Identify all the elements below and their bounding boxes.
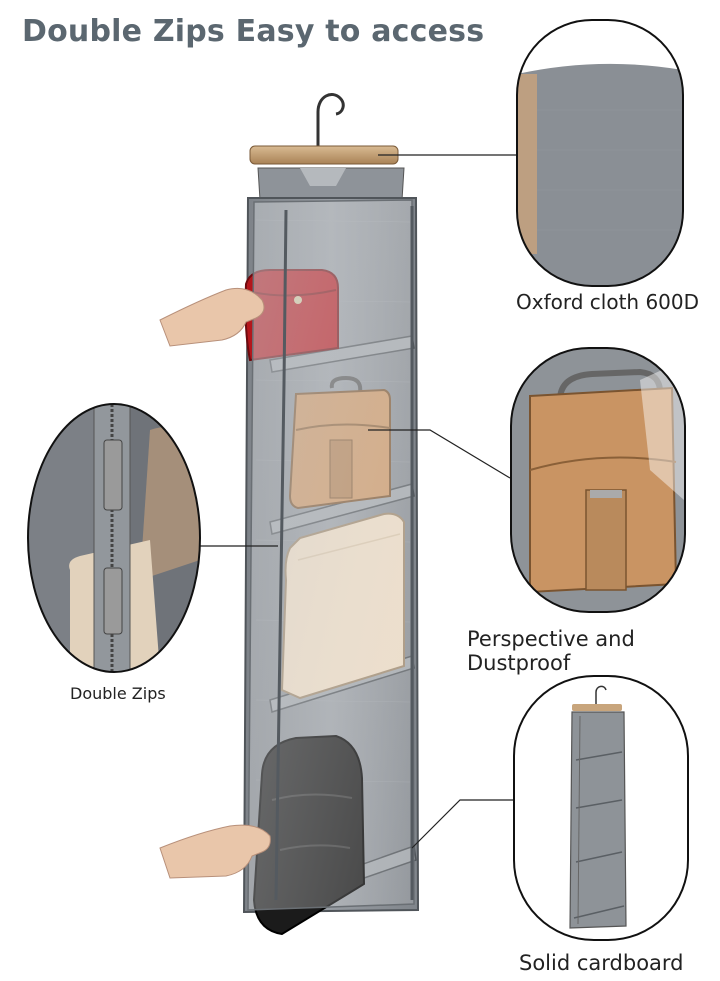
hanging-organizer (159, 93, 420, 936)
detail-double-zips (27, 403, 201, 673)
caption-oxford-cloth: Oxford cloth 600D (516, 290, 700, 314)
detail-perspective (510, 347, 686, 613)
front-zipper (274, 209, 288, 901)
leader-lines (198, 154, 516, 849)
hand-bottom (159, 824, 271, 879)
caption-double-zips: Double Zips (70, 684, 166, 703)
hand-top (159, 287, 265, 347)
detail-oxford-cloth (516, 19, 684, 287)
detail-solid-cardboard (513, 675, 689, 941)
hanger-hook (316, 93, 345, 150)
page-title: Double Zips Easy to access (22, 14, 485, 49)
wooden-hanger (249, 145, 399, 165)
caption-perspective-dustproof: Perspective and Dustproof (467, 627, 635, 675)
caption-solid-cardboard: Solid cardboard (519, 951, 684, 975)
